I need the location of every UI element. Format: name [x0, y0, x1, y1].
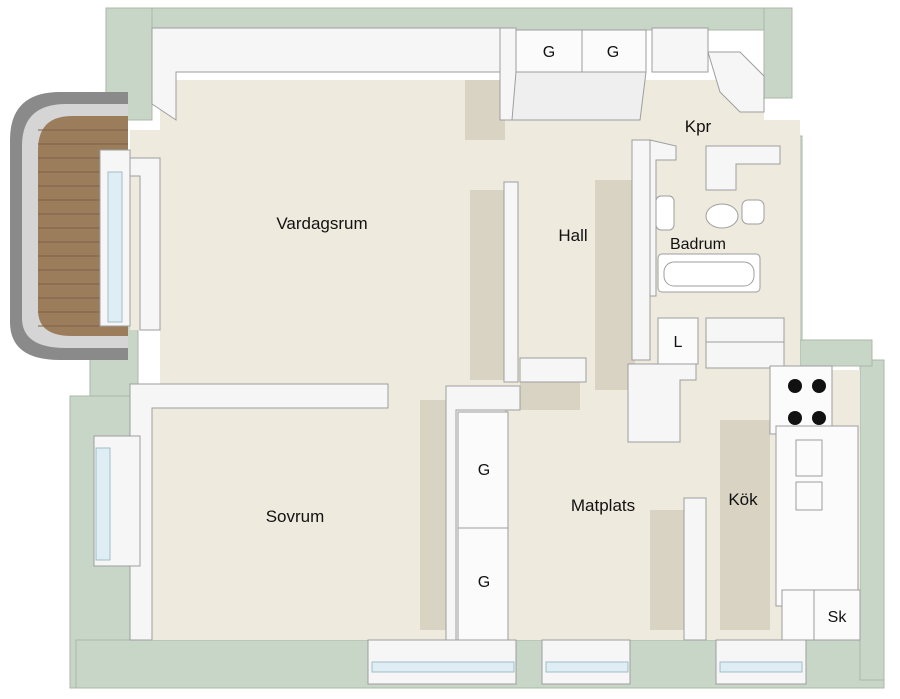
wardrobe-4 — [457, 527, 509, 641]
room-label-badrum: Badrum — [670, 236, 726, 253]
wardrobe-1 — [515, 29, 583, 73]
bathroom-fixtures — [655, 195, 765, 293]
room-label-vardagsrum: Vardagsrum — [276, 214, 367, 233]
wardrobe-2 — [581, 29, 647, 73]
stove-icon — [788, 379, 826, 425]
dishwasher-label: Sk — [828, 609, 848, 626]
room-label-hall: Hall — [558, 226, 587, 245]
sink-icon — [655, 195, 675, 231]
wardrobe-label-3: G — [478, 462, 490, 479]
room-label-kpr: Kpr — [685, 117, 712, 136]
room-label-sovrum: Sovrum — [266, 507, 325, 526]
dishwasher — [813, 589, 861, 641]
wardrobe-label-1: G — [543, 44, 555, 61]
room-label-matplats: Matplats — [571, 496, 635, 515]
wardrobe-3 — [457, 411, 509, 529]
linen-closet — [657, 317, 699, 365]
wardrobe-label-2: G — [607, 44, 619, 61]
closets — [457, 29, 699, 641]
toilet-icon — [705, 203, 739, 229]
linen-closet-label: L — [674, 334, 683, 351]
windows — [95, 171, 803, 673]
room-label-kok: Kök — [728, 490, 758, 509]
wardrobe-label-4: G — [478, 574, 490, 591]
